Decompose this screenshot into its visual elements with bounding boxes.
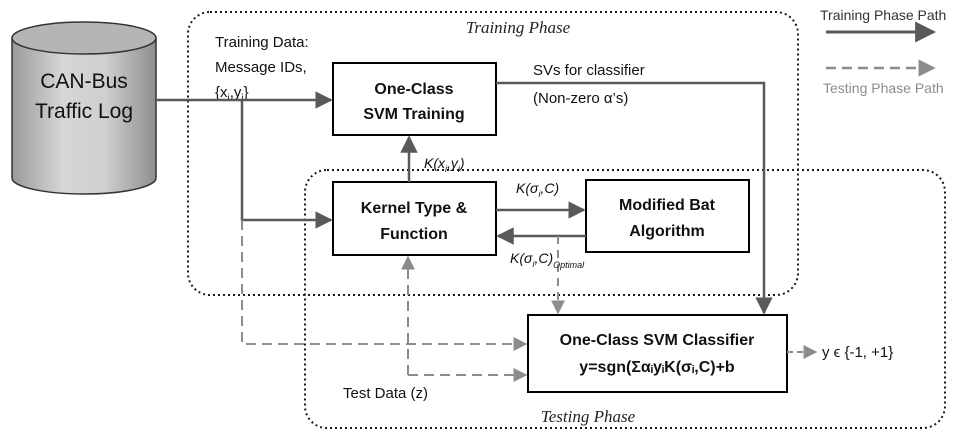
kxy-label: K(xi,yi) (424, 155, 465, 174)
bat-algorithm-box: Modified Bat Algorithm (585, 179, 750, 253)
ksc-label: K(σi,C) (516, 180, 559, 199)
bat-line1: Modified Bat (619, 197, 716, 214)
training-data-label: Training Data: (215, 34, 309, 51)
training-phase-region (187, 11, 799, 296)
database-label-line1: CAN-Bus (40, 70, 128, 93)
classifier-line2: y=sgn(ΣαᵢyᵢK(σᵢ,C)+b (579, 359, 735, 376)
testing-phase-region (304, 169, 946, 429)
arrow-branch-to-kernel (240, 100, 333, 229)
legend-training-label: Training Phase Path (820, 7, 946, 23)
kernel-line1: Kernel Type & (361, 200, 468, 217)
kernel-line2: Function (380, 226, 448, 243)
arrow-svs-to-classifier (496, 81, 773, 315)
arrow-dashed-db-to-classifier (241, 220, 528, 351)
testing-phase-title: Testing Phase (541, 407, 636, 426)
database-label-line2: Traffic Log (35, 100, 133, 123)
svs-label-line2: (Non-zero α’s) (533, 90, 628, 107)
kernel-box: Kernel Type & Function (332, 181, 497, 256)
classifier-box: One-Class SVM Classifier y=sgn(ΣαᵢyᵢK(σᵢ… (527, 314, 788, 393)
svs-label-line1: SVs for classifier (533, 62, 645, 79)
bat-line2: Algorithm (629, 223, 705, 240)
can-bus-database: CAN-Bus Traffic Log (11, 21, 157, 195)
svm-training-line2: SVM Training (363, 106, 464, 123)
xy-set-label: {xi,yi} (215, 84, 249, 104)
svm-training-box: One-Class SVM Training (332, 62, 497, 136)
output-label: y ϵ {-1, +1} (822, 344, 893, 361)
test-data-label: Test Data (z) (343, 385, 428, 402)
training-phase-title: Training Phase (466, 18, 571, 37)
message-ids-label: Message IDs, (215, 59, 307, 76)
legend-testing-label: Testing Phase Path (823, 80, 944, 96)
svm-training-line1: One-Class (374, 81, 453, 98)
ksc-optimal-label: K(σi,C)Optimal (510, 250, 585, 270)
classifier-line1: One-Class SVM Classifier (560, 332, 755, 349)
